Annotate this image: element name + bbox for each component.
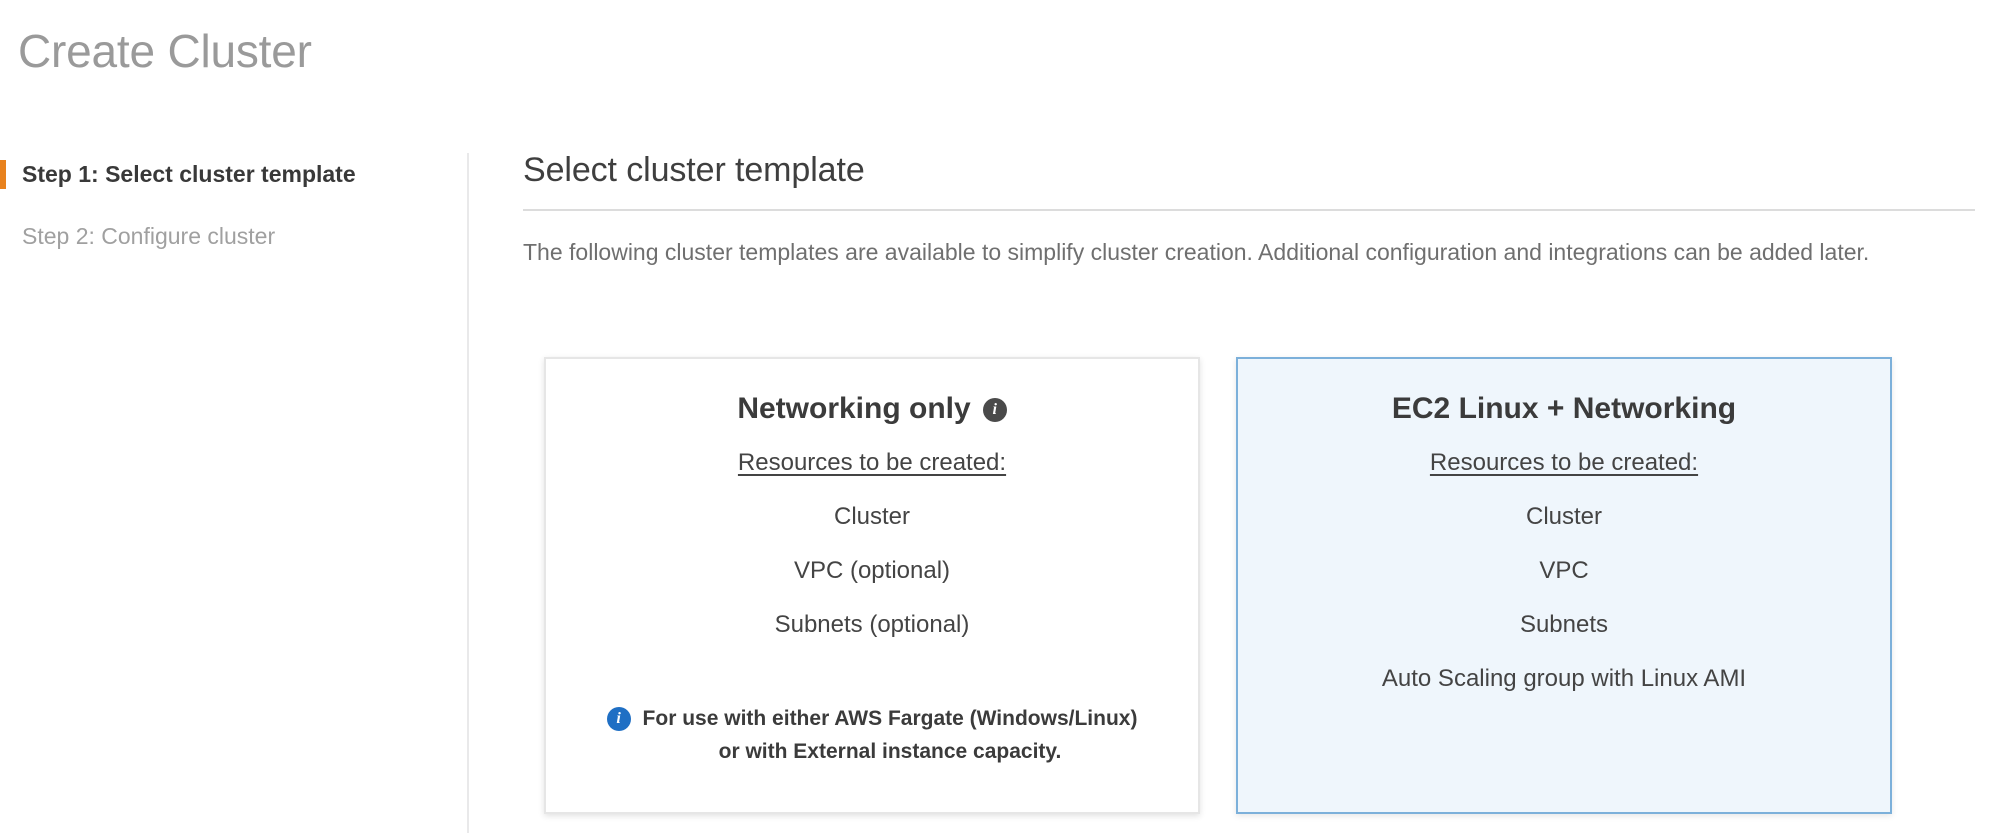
note-line-1: For use with either AWS Fargate (Windows… — [642, 707, 1138, 730]
section-title: Select cluster template — [523, 151, 865, 189]
resource-item: Subnets — [1519, 611, 1609, 638]
resource-item: Auto Scaling group with Linux AMI — [1381, 665, 1747, 692]
template-card-networking-only[interactable]: Networking only i Resources to be create… — [544, 357, 1200, 814]
resource-item: Cluster — [833, 503, 911, 530]
resource-item: VPC — [1539, 557, 1589, 584]
resource-item: VPC (optional) — [793, 557, 951, 584]
template-card-title: Networking only — [737, 392, 971, 425]
active-step-marker — [0, 159, 6, 189]
page-title: Create Cluster — [18, 25, 312, 77]
section-divider — [523, 208, 1975, 211]
sidebar-step-2[interactable]: Step 2: Configure cluster — [0, 220, 275, 252]
template-card-note: i For use with either AWS Fargate (Windo… — [606, 702, 1138, 768]
resource-item: Subnets (optional) — [774, 611, 970, 638]
template-card-title-row: Networking only i — [737, 385, 1007, 433]
sidebar-step-1-label: Step 1: Select cluster template — [22, 160, 356, 187]
template-card-ec2-linux-networking[interactable]: EC2 Linux + Networking Resources to be c… — [1236, 357, 1892, 814]
cluster-template-card-list: Networking only i Resources to be create… — [544, 357, 1892, 814]
sidebar-divider — [467, 153, 469, 833]
resources-label: Resources to be created: — [1429, 449, 1699, 476]
info-icon: i — [606, 707, 631, 731]
resource-item: Cluster — [1525, 503, 1603, 530]
template-card-title: EC2 Linux + Networking — [1391, 392, 1737, 425]
inactive-step-marker — [0, 222, 6, 251]
resources-label: Resources to be created: — [737, 449, 1007, 476]
template-card-title-row: EC2 Linux + Networking — [1392, 385, 1736, 433]
sidebar-step-2-label: Step 2: Configure cluster — [22, 222, 276, 249]
template-card-note-text: For use with either AWS Fargate (Windows… — [643, 702, 1138, 768]
section-description: The following cluster templates are avai… — [523, 238, 1870, 265]
steps-sidebar: Step 1: Select cluster template Step 2: … — [0, 148, 469, 833]
main-content: Select cluster template The following cl… — [523, 150, 1999, 271]
info-icon[interactable]: i — [982, 398, 1007, 422]
note-line-2: or with External instance capacity. — [718, 740, 1062, 763]
sidebar-step-1[interactable]: Step 1: Select cluster template — [0, 158, 356, 190]
